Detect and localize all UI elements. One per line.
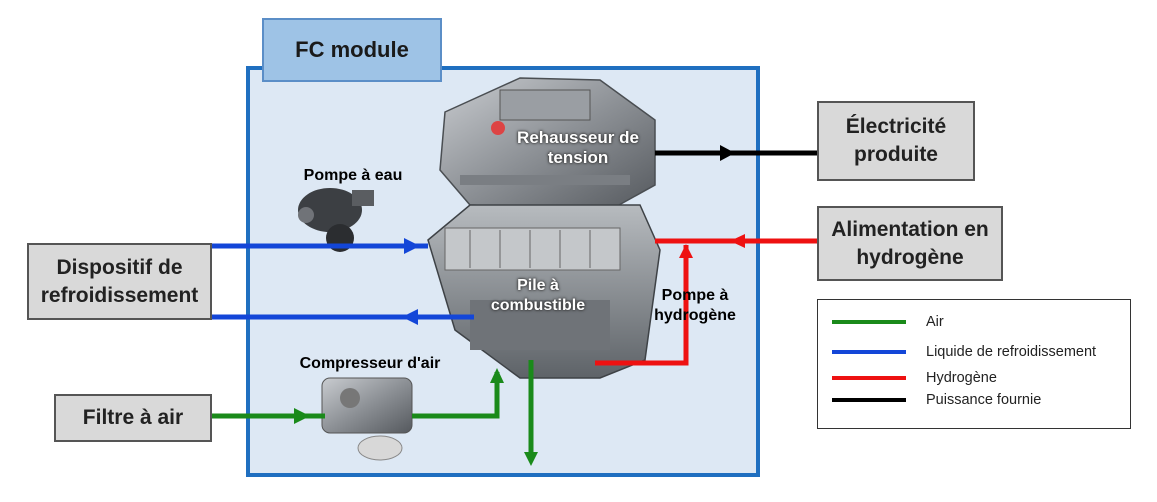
legend-swatch-air [832, 320, 906, 324]
electricity-box: Électricité produite [817, 101, 975, 181]
legend: Air Liquide de refroidissement Hydrogène… [817, 299, 1131, 429]
air-filter-box: Filtre à air [54, 394, 212, 442]
legend-item-coolant: Liquide de refroidissement [832, 344, 1096, 360]
legend-label-hydrogen: Hydrogène [926, 370, 997, 386]
hydrogen-supply-box: Alimentation en hydrogène [817, 206, 1003, 281]
fuel-cell-label: Pile à combustible [490, 277, 586, 314]
air-compressor-image [321, 377, 413, 461]
fc-module-title: FC module [262, 18, 442, 82]
fuel-cell-image [427, 204, 661, 379]
power-flow-line [655, 145, 817, 161]
water-pump-image [298, 188, 374, 252]
cooling-device-box: Dispositif de refroidissement [27, 243, 212, 320]
legend-swatch-hydrogen [832, 376, 906, 380]
air-compressor-label: Compresseur d'air [299, 355, 441, 372]
water-pump-label: Pompe à eau [303, 167, 403, 184]
hydrogen-flow-line [595, 234, 817, 366]
legend-item-hydrogen: Hydrogène [832, 370, 997, 386]
legend-item-air: Air [832, 314, 944, 330]
legend-label-air: Air [926, 314, 944, 330]
legend-label-coolant: Liquide de refroidissement [926, 344, 1097, 360]
coolant-flow-line [160, 238, 474, 325]
boost-converter-label: Rehausseur de tension [517, 128, 639, 167]
legend-swatch-power [832, 398, 906, 402]
boost-converter-image [439, 77, 656, 211]
legend-swatch-coolant [832, 350, 906, 354]
legend-item-power: Puissance fournie [832, 392, 1041, 408]
air-flow-line [212, 360, 538, 466]
legend-label-power: Puissance fournie [926, 392, 1042, 408]
hydrogen-pump-label: Pompe à hydrogène [654, 287, 736, 324]
